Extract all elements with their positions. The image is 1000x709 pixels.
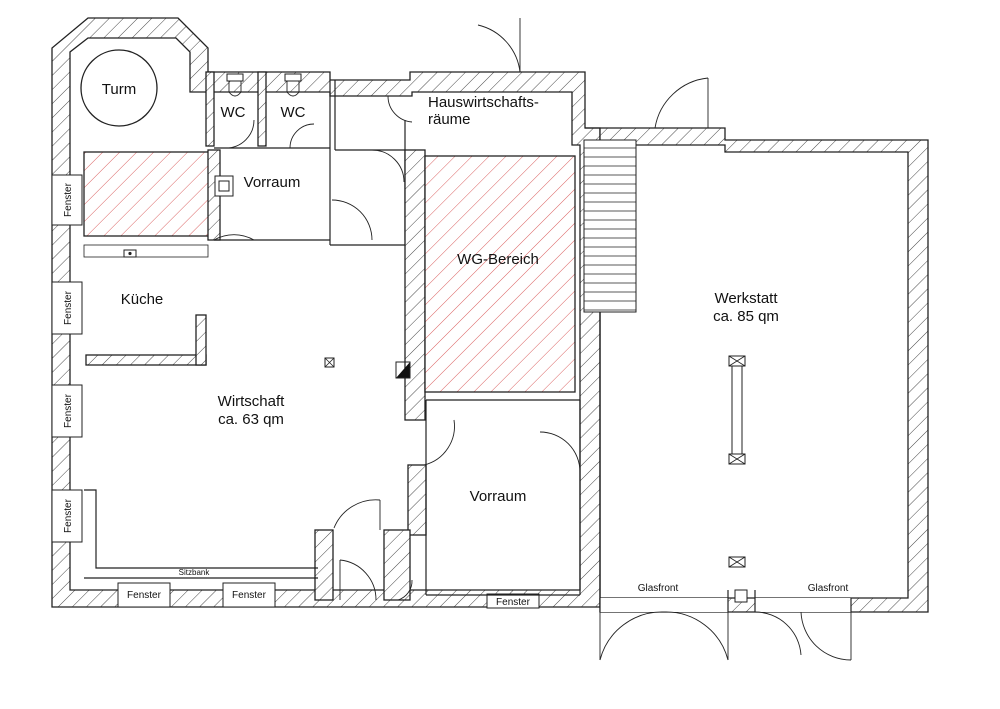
werkstatt-column	[728, 355, 746, 568]
room-label-vorraum-bottom: Vorraum	[470, 488, 527, 505]
window-label-bottom-2: Fenster	[232, 590, 267, 601]
bench-label: Sitzbank	[179, 568, 211, 577]
staircase	[583, 139, 637, 313]
kitchen-marked-area	[83, 151, 213, 237]
window-label-left-2: Fenster	[63, 290, 74, 325]
room-label-vorraum-top: Vorraum	[244, 174, 301, 191]
room-label-werkstatt: Werkstatt	[714, 290, 778, 307]
room-label-wc-2: WC	[281, 104, 306, 121]
glass-front-label-1: Glasfront	[638, 583, 679, 594]
window-label-left-4: Fenster	[63, 498, 74, 533]
room-label-wc-1: WC	[221, 104, 246, 121]
window-label-bottom-3: Fenster	[496, 597, 531, 608]
toilet-2	[284, 73, 302, 97]
room-label-wg-bereich: WG-Bereich	[457, 251, 539, 268]
tower-circle	[80, 49, 158, 127]
window-label-bottom-1: Fenster	[127, 590, 162, 601]
toilet-1	[226, 73, 244, 97]
glass-front-label-2: Glasfront	[808, 583, 849, 594]
room-label-turm: Turm	[102, 81, 136, 98]
room-area-werkstatt: ca. 85 qm	[713, 308, 779, 325]
room-label-wirtschaft: Wirtschaft	[218, 393, 286, 410]
window-label-left-1: Fenster	[63, 182, 74, 217]
room-label-hauswirtschaft-1: Hauswirtschafts-	[428, 94, 539, 111]
room-area-wirtschaft: ca. 63 qm	[218, 411, 284, 428]
room-label-hauswirtschaft-2: räume	[428, 111, 471, 128]
wg-area-marked	[424, 155, 576, 393]
window-label-left-3: Fenster	[63, 393, 74, 428]
room-label-kueche: Küche	[121, 291, 164, 308]
